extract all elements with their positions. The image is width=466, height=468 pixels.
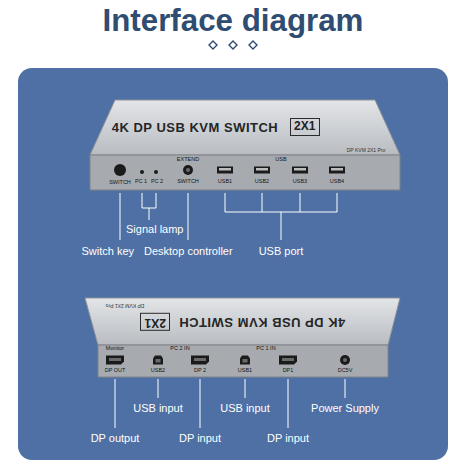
port-marking: USB1 — [238, 368, 252, 374]
callout-label: USB input — [220, 403, 270, 414]
diamond-mark — [209, 41, 217, 49]
usb-b-port — [156, 359, 161, 363]
dp-port — [106, 356, 297, 365]
dp-port — [279, 356, 297, 365]
usb-a-port — [292, 167, 308, 174]
leader-line — [200, 379, 201, 428]
leader-line — [288, 379, 289, 428]
usb-b-port — [156, 359, 248, 363]
port-marking: USB4 — [330, 179, 344, 185]
rear-device — [85, 298, 400, 377]
signal-led — [140, 170, 144, 174]
leader-line — [245, 379, 246, 398]
leader-line — [345, 379, 346, 398]
extend-jack — [186, 168, 190, 172]
panel-marking: USB — [275, 157, 286, 163]
usb-a-port — [331, 168, 343, 171]
callout-label: USB input — [133, 403, 183, 414]
usb-b-port — [240, 356, 250, 365]
port-marking: USB2 — [255, 179, 269, 185]
panel-marking: PC 2 — [151, 179, 163, 185]
device-top-surface — [85, 298, 400, 345]
port-marking: USB2 — [151, 368, 165, 374]
dp-port — [109, 358, 121, 361]
power-jack — [343, 358, 347, 362]
usb-a-port — [217, 167, 233, 174]
port-marking: DC5V — [338, 368, 353, 374]
page-title: Interface diagram — [0, 4, 466, 38]
front-device — [90, 100, 400, 190]
usb-a-port — [217, 167, 345, 174]
diamond-mark — [229, 41, 237, 49]
callout-label: Power Supply — [311, 403, 379, 414]
callout-label: Switch key — [81, 246, 134, 257]
panel-marking: EXTEND — [177, 157, 199, 163]
callout-label: DP output — [91, 433, 140, 444]
panel-marking: SWITCH — [109, 180, 131, 186]
device-model-text: 4K DP USB KVM SWITCH — [112, 121, 279, 134]
port-marking: USB3 — [293, 179, 307, 185]
port-marking: Monitor — [106, 346, 124, 352]
power-jack — [340, 355, 350, 365]
usb-a-port — [219, 168, 231, 171]
model-badge: 2X1 — [290, 118, 320, 136]
dp-port — [194, 358, 206, 361]
extend-jack — [183, 165, 193, 175]
callout-label: DP input — [179, 433, 221, 444]
leader-line — [120, 193, 337, 240]
model-tag: DP KVM 2X1 Pro — [347, 148, 386, 153]
blue-panel — [18, 68, 448, 460]
callout-label: USB port — [259, 246, 304, 257]
callout-label: Desktop controller — [144, 246, 233, 257]
signal-led — [154, 170, 158, 174]
usb-b-port — [153, 356, 163, 365]
device-rear-face — [98, 345, 388, 377]
device-model-text: 4K DP USB KVM SWITCH — [179, 316, 346, 329]
port-marking: PC 1 IN — [256, 346, 275, 352]
port-marking: DP OUT — [105, 368, 126, 374]
diamond-mark — [249, 41, 257, 49]
port-marking: DP1 — [283, 368, 294, 374]
leader-line — [188, 193, 189, 240]
leader-line — [142, 193, 156, 220]
dp-port — [282, 358, 294, 361]
port-marking: DP 2 — [194, 368, 206, 374]
leader-line — [225, 193, 337, 240]
port-marking: USB1 — [218, 179, 232, 185]
leader-line — [158, 379, 159, 398]
dp-port — [106, 356, 124, 365]
usb-a-port — [256, 168, 268, 171]
badge-text: 2X1 — [294, 120, 316, 134]
leader-line — [115, 379, 345, 428]
leader-line — [115, 379, 116, 428]
usb-a-port — [329, 167, 345, 174]
badge-text: 2X1 — [144, 315, 166, 329]
dp-port — [191, 356, 209, 365]
title-diamonds — [209, 41, 257, 49]
usb-a-port — [294, 168, 306, 171]
model-badge: 2X1 — [140, 313, 170, 331]
port-marking: PC 2 IN — [170, 346, 189, 352]
callout-label: DP input — [267, 433, 309, 444]
device-top-surface — [90, 100, 400, 155]
usb-b-port — [243, 359, 248, 363]
usb-a-port — [254, 167, 270, 174]
dp-port — [109, 358, 294, 361]
device-front-face — [90, 155, 400, 190]
leader-line — [120, 193, 121, 240]
callout-label: Signal lamp — [126, 224, 183, 235]
switch-button — [114, 164, 126, 176]
model-tag: DP KVM 2X1 Pro — [106, 303, 145, 308]
panel-marking: PC 1 — [135, 179, 147, 185]
panel-marking: SWITCH — [177, 179, 199, 185]
usb-b-port — [153, 356, 250, 365]
